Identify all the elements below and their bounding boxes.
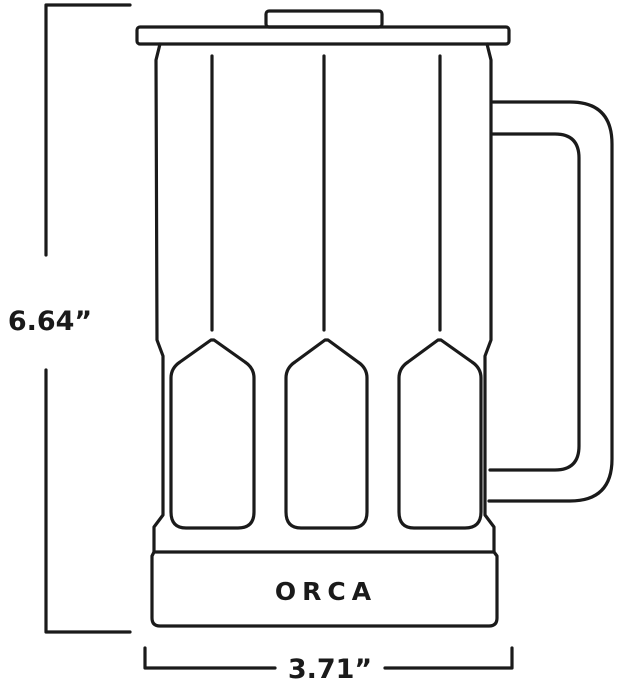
width-label: 3.71” [288, 654, 372, 684]
handle [487, 100, 614, 503]
mug-illustration: ORCA [135, 9, 614, 628]
brand-logo: ORCA [275, 577, 377, 606]
grip-panel-center [284, 338, 369, 530]
width-bracket-right [383, 646, 514, 670]
grip-panel-right [397, 338, 483, 530]
height-dimension: 6.64” [8, 3, 132, 634]
width-bracket-left [143, 646, 277, 670]
height-bracket-bottom [44, 368, 132, 634]
grip-panel-left [169, 338, 256, 530]
height-bracket-top [44, 3, 132, 257]
lid-knob [264, 9, 384, 29]
height-label: 6.64” [8, 306, 92, 337]
lid [135, 25, 511, 46]
width-dimension: 3.71” [143, 646, 514, 684]
mug-base [150, 550, 499, 628]
mug-body [152, 42, 496, 554]
